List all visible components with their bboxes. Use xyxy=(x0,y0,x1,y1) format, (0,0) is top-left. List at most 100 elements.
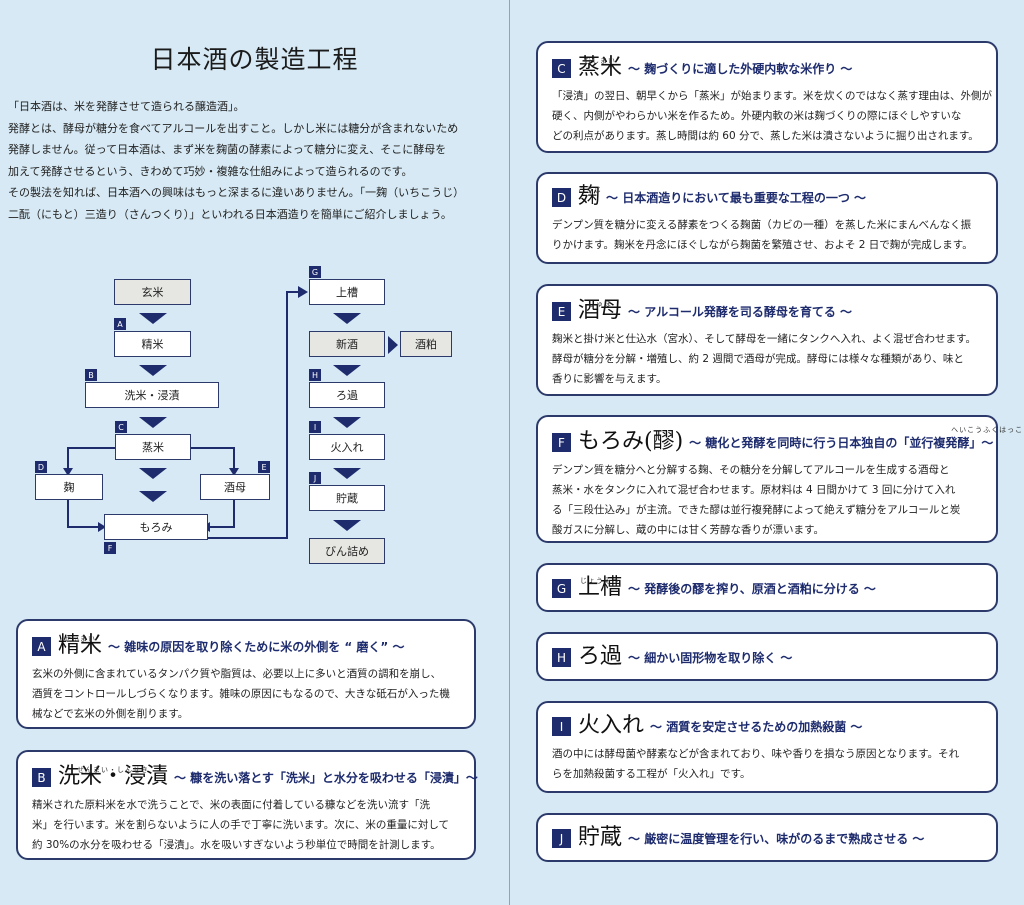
join-line xyxy=(208,500,235,528)
step-name: こうじ麹 xyxy=(578,182,601,212)
process-flow-diagram: 玄米 A 精米 B 洗米・浸漬 C 蒸米 D 麹 E 酒母 もろみ F G 上槽… xyxy=(0,0,509,600)
node-hiire: 火入れ xyxy=(309,434,385,460)
arrow-right-icon xyxy=(298,286,308,298)
arrow-down-icon xyxy=(333,365,361,376)
node-moromi: もろみ xyxy=(104,514,208,540)
step-badge: B xyxy=(32,768,51,787)
arrow-down-icon xyxy=(63,468,73,476)
step-description: デンプン質を糖分に変える酵素をつくる麹菌（カビの一種）を蒸した米にまんべんなく振… xyxy=(552,219,973,251)
connector-line xyxy=(208,291,300,539)
step-subtitle: へいこうふくはっこう～ 糖化と発酵を同時に行う日本独自の「並行複発酵」～ xyxy=(689,426,1024,451)
step-card-i: I 火入れ ～ 酒質を安定させるための加熱殺菌 ～ 酒の中には酵母菌や酵素などが… xyxy=(536,701,998,793)
step-name: むしまい蒸米 xyxy=(578,53,622,83)
step-name: ろ過 xyxy=(578,644,623,669)
node-jousou: 上槽 xyxy=(309,279,385,305)
step-card-c: C むしまい蒸米 ～ 麹づくりに適した外硬内軟な米作り ～ 「浸漬」の翌日、朝早… xyxy=(536,41,998,153)
step-card-f: F もろみ(醪) へいこうふくはっこう～ 糖化と発酵を同時に行う日本独自の「並行… xyxy=(536,415,1024,543)
step-card-j: J 貯蔵 ～ 厳密に温度管理を行い、味がのるまで熟成させる ～ xyxy=(536,813,998,862)
step-ruby: じょうそう xyxy=(580,577,620,585)
step-subtitle: ～ 麹づくりに適した外硬内軟な米作り ～ xyxy=(628,62,853,76)
flow-arrows xyxy=(63,286,398,539)
step-description: デンプン質を糖分へと分解する麹、その糖分を分解してアルコールを生成する酒母と蒸米… xyxy=(552,464,961,536)
step-name: 貯蔵 xyxy=(578,825,623,850)
step-subtitle: ～ 厳密に温度管理を行い、味がのるまで熟成させる ～ xyxy=(628,832,925,846)
step-subtitle: ～ 細かい固形物を取り除く ～ xyxy=(628,651,793,665)
arrow-down-icon xyxy=(139,468,167,479)
step-badge: D xyxy=(552,188,571,207)
step-card-h: H ろ過 ～ 細かい固形物を取り除く ～ xyxy=(536,632,998,681)
step-card-a: A せいまい精米 ～ 雑味の原因を取り除くために米の外側を “ 磨く” ～ 玄米… xyxy=(16,619,476,729)
node-binzume: びん詰め xyxy=(309,538,385,564)
flow-letter-b: B xyxy=(85,369,97,381)
intro-line: 発酵しません。従って日本酒は、まず米を麹菌の酵素によって糖分に変え、そこに酵母を xyxy=(8,143,447,156)
step-subtitle: ～ 発酵後の醪を搾り、原酒と酒粕に分ける ～ xyxy=(628,582,876,596)
flow-letter-h: H xyxy=(309,369,321,381)
arrow-down-icon xyxy=(333,313,361,324)
step-subtitle: ～ アルコール発酵を司る酵母を育てる ～ xyxy=(628,305,853,319)
arrow-right-icon xyxy=(388,336,398,354)
step-badge: I xyxy=(552,717,571,736)
node-joumai: 蒸米 xyxy=(115,434,191,460)
flow-letter-a: A xyxy=(114,318,126,330)
step-name: じょうそう上槽 xyxy=(578,573,622,603)
step-subtitle: ～ 雑味の原因を取り除くために米の外側を “ 磨く” ～ xyxy=(108,640,405,654)
step-ruby: へいこうふくはっこう xyxy=(951,426,1024,434)
branch-line xyxy=(67,447,115,470)
arrow-down-icon xyxy=(139,313,167,324)
step-badge: H xyxy=(552,648,571,667)
step-name: しゅぼ酒母 xyxy=(578,296,622,326)
join-line xyxy=(67,500,100,528)
step-badge: C xyxy=(552,59,571,78)
step-name: せんまい・しんせき洗米・浸漬 xyxy=(58,762,168,792)
step-badge: J xyxy=(552,829,571,848)
intro-line: 発酵とは、酵母が糖分を食べてアルコールを出すこと。しかし米には糖分が含まれないた… xyxy=(8,121,459,135)
step-subtitle: ～ 糠を洗い落とす「洗米」と水分を吸わせる「浸漬」～ xyxy=(174,771,478,785)
step-name: もろみ(醪) xyxy=(578,429,684,454)
step-description: 酒の中には酵母菌や酵素などが含まれており、味や香りを損なう原因となります。それら… xyxy=(552,748,960,780)
step-badge: G xyxy=(552,579,571,598)
node-chozou: 貯蔵 xyxy=(309,485,385,511)
intro-text: 「日本酒は、米を発酵させて造られる醸造酒」。 発酵とは、酵母が糖分を食べてアルコ… xyxy=(8,96,498,225)
node-seimai: 精米 xyxy=(114,331,191,357)
step-card-g: G じょうそう上槽 ～ 発酵後の醪を搾り、原酒と酒粕に分ける ～ xyxy=(536,563,998,612)
flow-letter-i: I xyxy=(309,421,321,433)
step-description: 玄米の外側に含まれているタンパク質や脂質は、必要以上に多いと酒質の調和を崩し、酒… xyxy=(32,668,450,720)
step-ruby: せいまい xyxy=(64,635,96,643)
step-subtitle: ～ 酒質を安定させるための加熱殺菌 ～ xyxy=(650,720,863,734)
flow-letter-g: G xyxy=(309,266,321,278)
step-description: 麹米と掛け米と仕込水（宮水）、そして酵母を一緒にタンクへ入れ、よく混ぜ合わせます… xyxy=(552,333,976,385)
arrow-down-icon xyxy=(333,468,361,479)
flow-letter-e: E xyxy=(258,461,270,473)
page-title: 日本酒の製造工程 xyxy=(150,45,359,74)
step-subtitle: ～ 日本酒造りにおいて最も重要な工程の一つ ～ xyxy=(606,191,867,205)
step-card-d: D こうじ麹 ～ 日本酒造りにおいて最も重要な工程の一つ ～ デンプン質を糖分に… xyxy=(536,172,998,264)
step-description: 精米された原料米を水で洗うことで、米の表面に付着している糠などを洗い流す「洗米」… xyxy=(32,799,450,851)
flow-letter-f: F xyxy=(104,542,116,554)
step-name: せいまい精米 xyxy=(58,631,102,661)
arrow-down-icon xyxy=(333,417,361,428)
intro-line: その製法を知れば、日本酒への興味はもっと深まるに違いありません。「一麹（いちこう… xyxy=(8,186,465,199)
arrow-down-icon xyxy=(139,417,167,428)
intro-line: 加えて発酵させるという、きわめて巧妙・複雑な仕組みによって造られるのです。 xyxy=(8,164,413,178)
step-ruby: むしまい xyxy=(584,57,616,65)
step-ruby: こうじ xyxy=(578,186,602,194)
flow-letter-c: C xyxy=(115,421,127,433)
step-card-b: B せんまい・しんせき洗米・浸漬 ～ 糠を洗い落とす「洗米」と水分を吸わせる「浸… xyxy=(16,750,478,860)
node-shubo: 酒母 xyxy=(200,474,270,500)
arrow-right-icon xyxy=(98,522,106,532)
page-divider xyxy=(509,0,510,905)
node-roka: ろ過 xyxy=(309,382,385,408)
arrow-down-icon xyxy=(139,365,167,376)
branch-line xyxy=(191,447,235,470)
node-genmai: 玄米 xyxy=(114,279,191,305)
step-description: 「浸漬」の翌日、朝早くから「蒸米」が始まります。米を炊くのではなく蒸す理由は、外… xyxy=(552,90,992,142)
intro-line: 「日本酒は、米を発酵させて造られる醸造酒」。 xyxy=(8,100,245,113)
step-ruby: せんまい・しんせき xyxy=(77,766,149,774)
node-senmai: 洗米・浸漬 xyxy=(85,382,219,408)
step-ruby: しゅぼ xyxy=(588,300,612,308)
arrow-down-icon xyxy=(139,491,167,502)
intro-line: 二酛（にもと）三造り（さんつくり）」といわれる日本酒造りを簡単にご紹介しましょう… xyxy=(8,207,452,221)
step-badge: A xyxy=(32,637,51,656)
flow-letter-d: D xyxy=(35,461,47,473)
arrow-down-icon xyxy=(333,520,361,531)
